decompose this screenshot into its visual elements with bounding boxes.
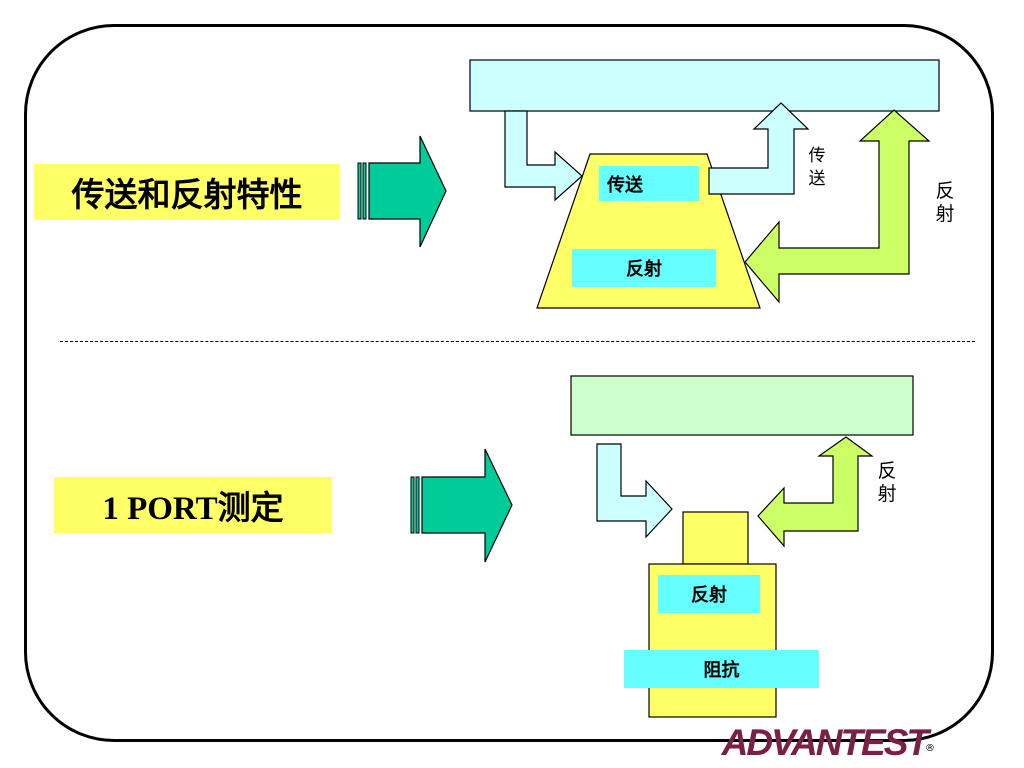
dut-label-reflect-top: 反射 — [572, 249, 716, 287]
reflect-arrow-top — [744, 109, 931, 304]
arrow-label-reflect-bottom: 反射 — [877, 460, 897, 505]
dut-label-impedance: 阻抗 — [624, 650, 819, 688]
title-one-port: 1 PORT测定 — [54, 477, 332, 533]
dut-label-transmit: 传送 — [599, 166, 699, 201]
transmit-arrow-top — [708, 102, 810, 195]
reflect-arrow-bottom — [757, 436, 874, 548]
logo-text: ADVANTEST — [721, 722, 929, 763]
incident-arrow-bottom — [596, 443, 673, 539]
registered-mark: ® — [925, 743, 935, 754]
arrow-label-reflect-top: 反射 — [935, 180, 955, 225]
advantest-logo: ADVANTEST ® — [685, 723, 935, 763]
title-transmission-reflection: 传送和反射特性 — [34, 164, 340, 220]
slide-frame — [24, 24, 994, 742]
incident-arrow-top — [504, 110, 583, 202]
section-divider — [60, 341, 975, 342]
dut-connector — [682, 511, 749, 565]
instrument-bar-bottom — [570, 375, 914, 436]
instrument-bar-top — [469, 59, 940, 112]
dut-label-reflect-bottom: 反射 — [658, 575, 760, 613]
big-arrow-bottom — [410, 448, 513, 563]
big-arrow-top — [357, 135, 447, 248]
arrow-label-transmit: 传送 — [808, 146, 826, 189]
